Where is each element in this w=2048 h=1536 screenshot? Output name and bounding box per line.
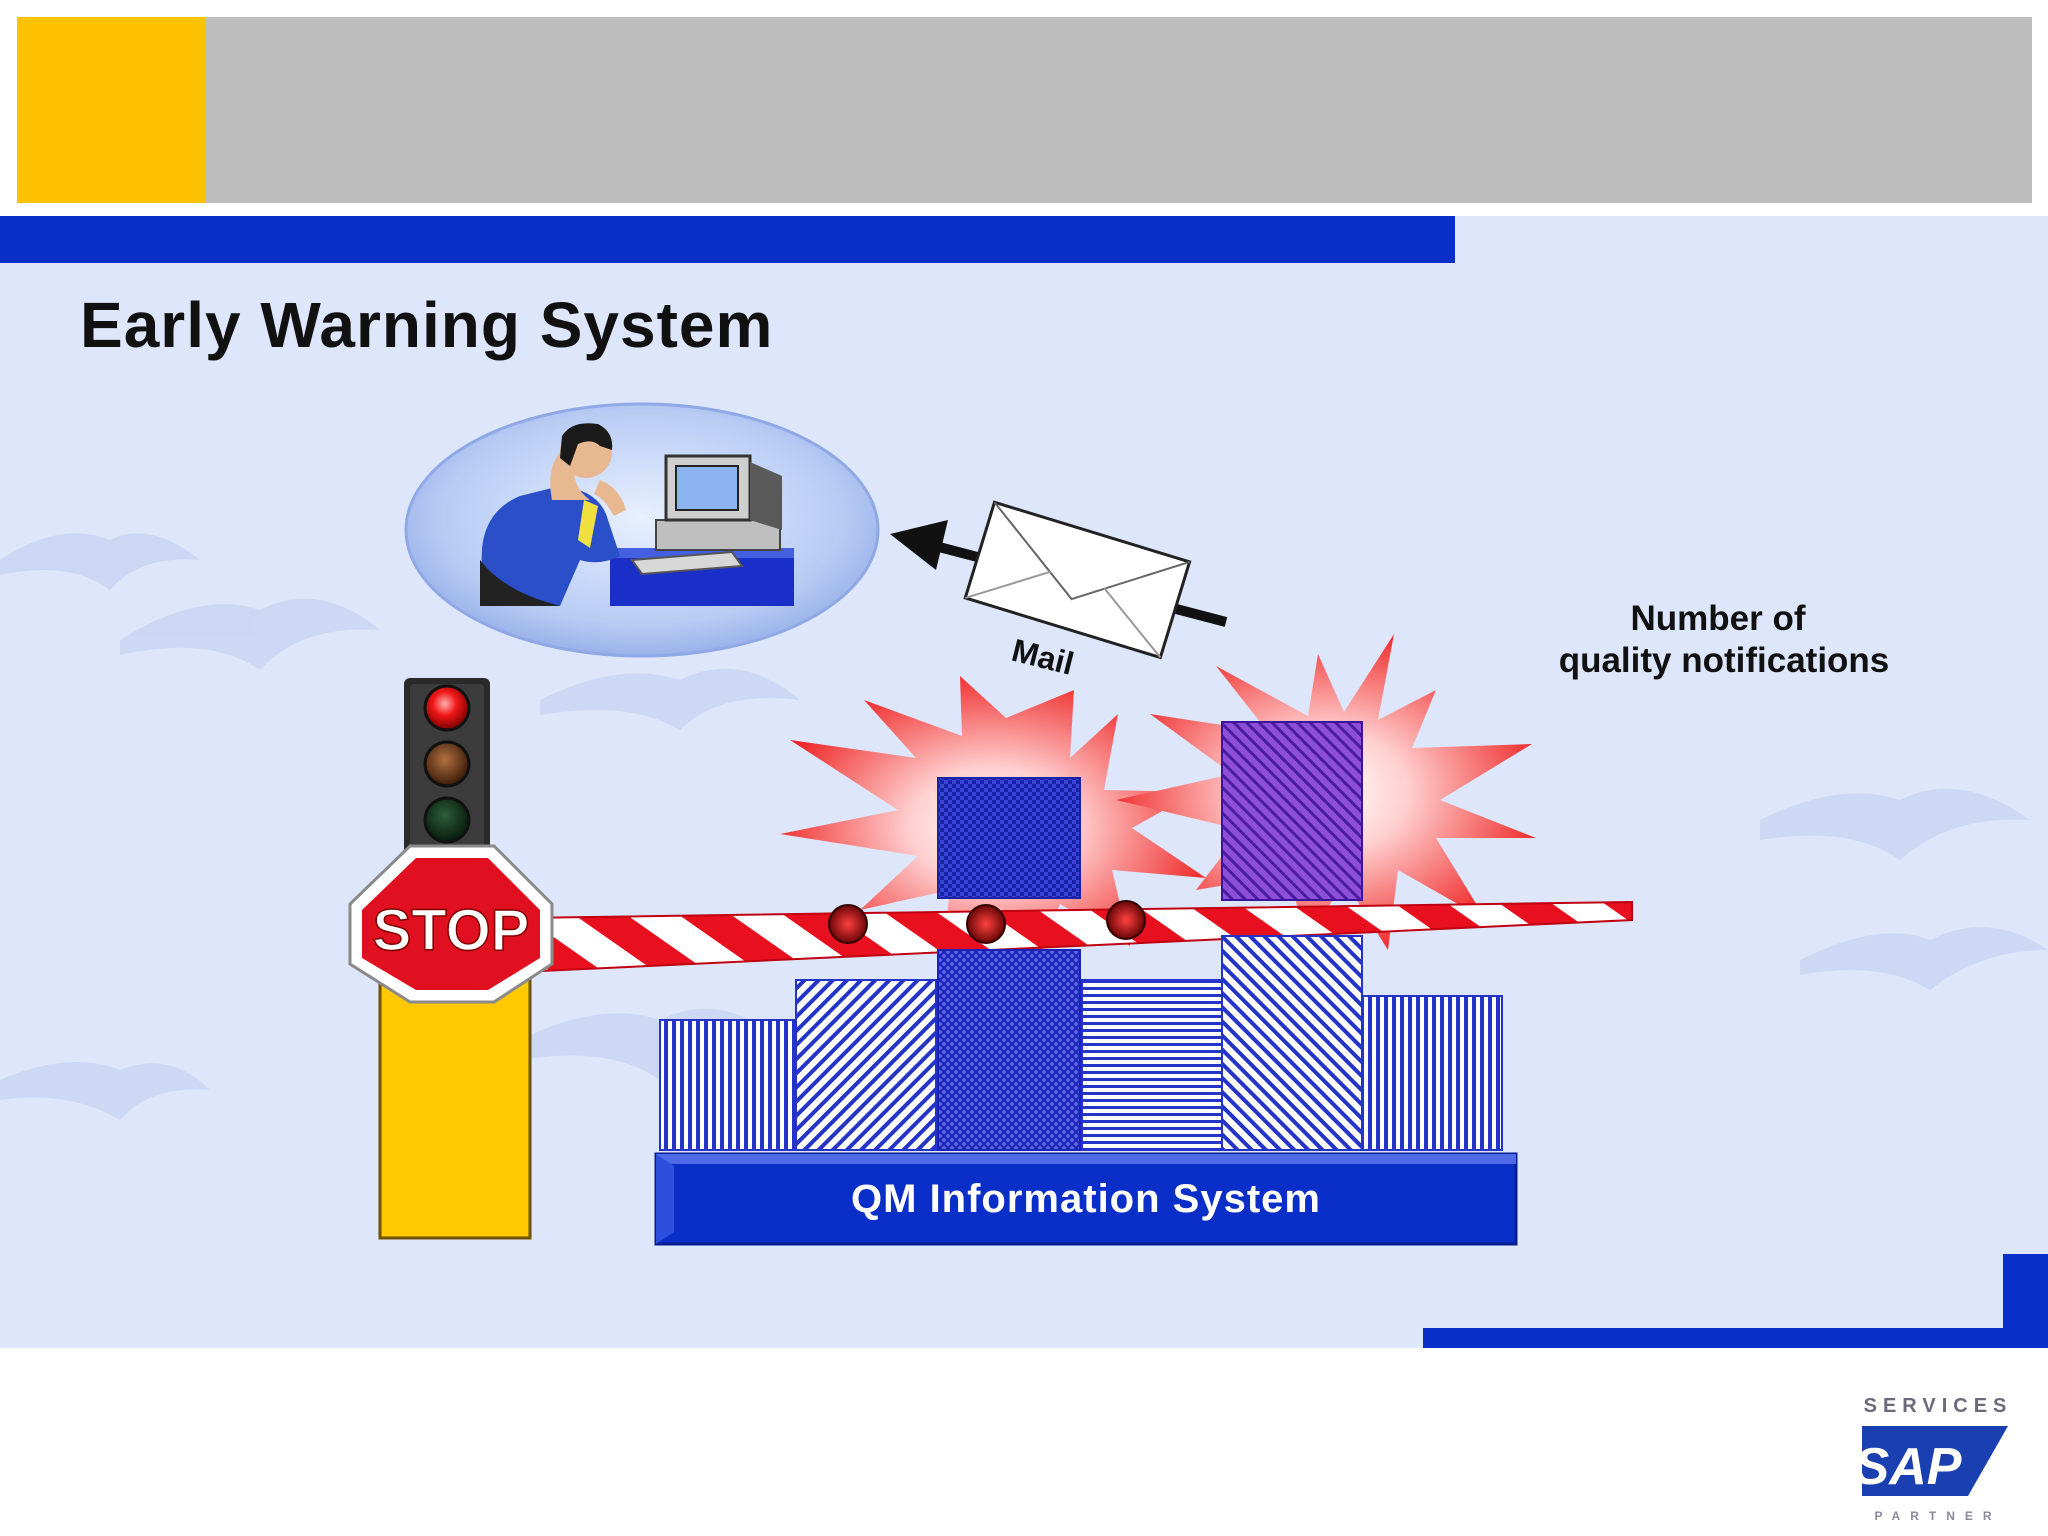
qm-information-system-box — [654, 1152, 1518, 1246]
page-title: Early Warning System — [80, 289, 774, 361]
traffic-light-amber — [423, 740, 471, 788]
notifications-label-line2: quality notifications — [1559, 641, 1890, 680]
envelope-icon — [963, 500, 1192, 660]
mail-label: Mail — [1008, 632, 1077, 682]
qm-system-label: QM Information System — [851, 1177, 1321, 1221]
qm-bar-chart-front — [937, 935, 1503, 1151]
header-accent-block — [17, 17, 206, 203]
barrier-warning-light-3 — [1106, 900, 1146, 940]
header-title-band — [206, 17, 2032, 203]
logo-services-text: SERVICES — [1864, 1396, 2013, 1417]
traffic-light-icon — [404, 678, 490, 856]
barrier-warning-light-2 — [966, 904, 1006, 944]
logo-partner-text: PARTNER — [1874, 1509, 2001, 1523]
sap-services-partner-logo: SERVICES SAP PARTNER — [1858, 1396, 2013, 1523]
qm-bar-chart — [659, 721, 1363, 1151]
traffic-light-red — [423, 684, 471, 732]
top-blue-bar — [0, 216, 1455, 263]
bottom-blue-bar — [1423, 1328, 2048, 1348]
operator-at-computer-illustration — [404, 402, 880, 658]
barrier-post — [378, 968, 532, 1240]
logo-brand-text: SAP — [1858, 1438, 1962, 1496]
stop-sign-icon — [348, 844, 554, 1004]
traffic-light-green — [423, 796, 471, 844]
barrier-warning-light-1 — [828, 904, 868, 944]
notifications-label-line1: Number of — [1631, 599, 1806, 638]
stop-sign-label: STOP — [373, 898, 530, 963]
